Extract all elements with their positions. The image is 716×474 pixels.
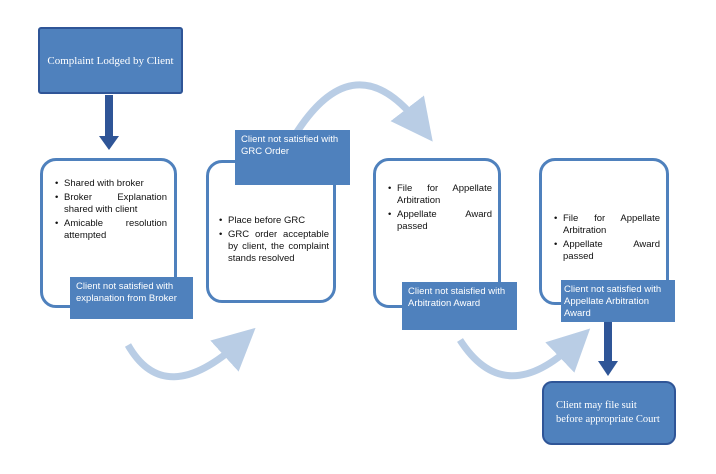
step-3-label: Client not staisfied with Arbitration Aw… bbox=[402, 282, 517, 330]
bullet: Amicable resolution attempted bbox=[55, 218, 167, 242]
step-4-label: Client not satisfied with Appellate Arbi… bbox=[561, 280, 675, 322]
end-box: Client may file suit before appropriate … bbox=[542, 381, 676, 445]
step-1-label: Client not satisfied with explanation fr… bbox=[70, 277, 193, 319]
bullet: Place before GRC bbox=[219, 215, 329, 227]
step-4-bullets: File for Appellate Arbitration Appellate… bbox=[554, 213, 660, 265]
down-arrow-2 bbox=[598, 318, 618, 376]
step-2-bullets: Place before GRC GRC order acceptable by… bbox=[219, 215, 329, 267]
step-1-bullets: Shared with broker Broker Explanation sh… bbox=[55, 178, 167, 244]
step-2-label: Client not satisfied with GRC Order bbox=[235, 130, 350, 185]
bullet: Broker Explanation shared with client bbox=[55, 192, 167, 216]
curved-arrow-1 bbox=[124, 327, 256, 381]
curved-arrow-2 bbox=[292, 81, 433, 142]
down-arrow-1 bbox=[99, 95, 119, 150]
start-text: Complaint Lodged by Client bbox=[47, 54, 174, 67]
bullet: File for Appellate Arbitration bbox=[388, 183, 492, 207]
bullet: Appellate Award passed bbox=[388, 209, 492, 233]
bullet: File for Appellate Arbitration bbox=[554, 213, 660, 237]
end-text: Client may file suit before appropriate … bbox=[556, 400, 660, 425]
curved-arrow-3 bbox=[457, 328, 591, 380]
bullet: Shared with broker bbox=[55, 178, 167, 190]
step-3-bullets: File for Appellate Arbitration Appellate… bbox=[388, 183, 492, 235]
bullet: Appellate Award passed bbox=[554, 239, 660, 263]
bullet: GRC order acceptable by client, the comp… bbox=[219, 229, 329, 265]
start-box: Complaint Lodged by Client bbox=[38, 27, 183, 94]
